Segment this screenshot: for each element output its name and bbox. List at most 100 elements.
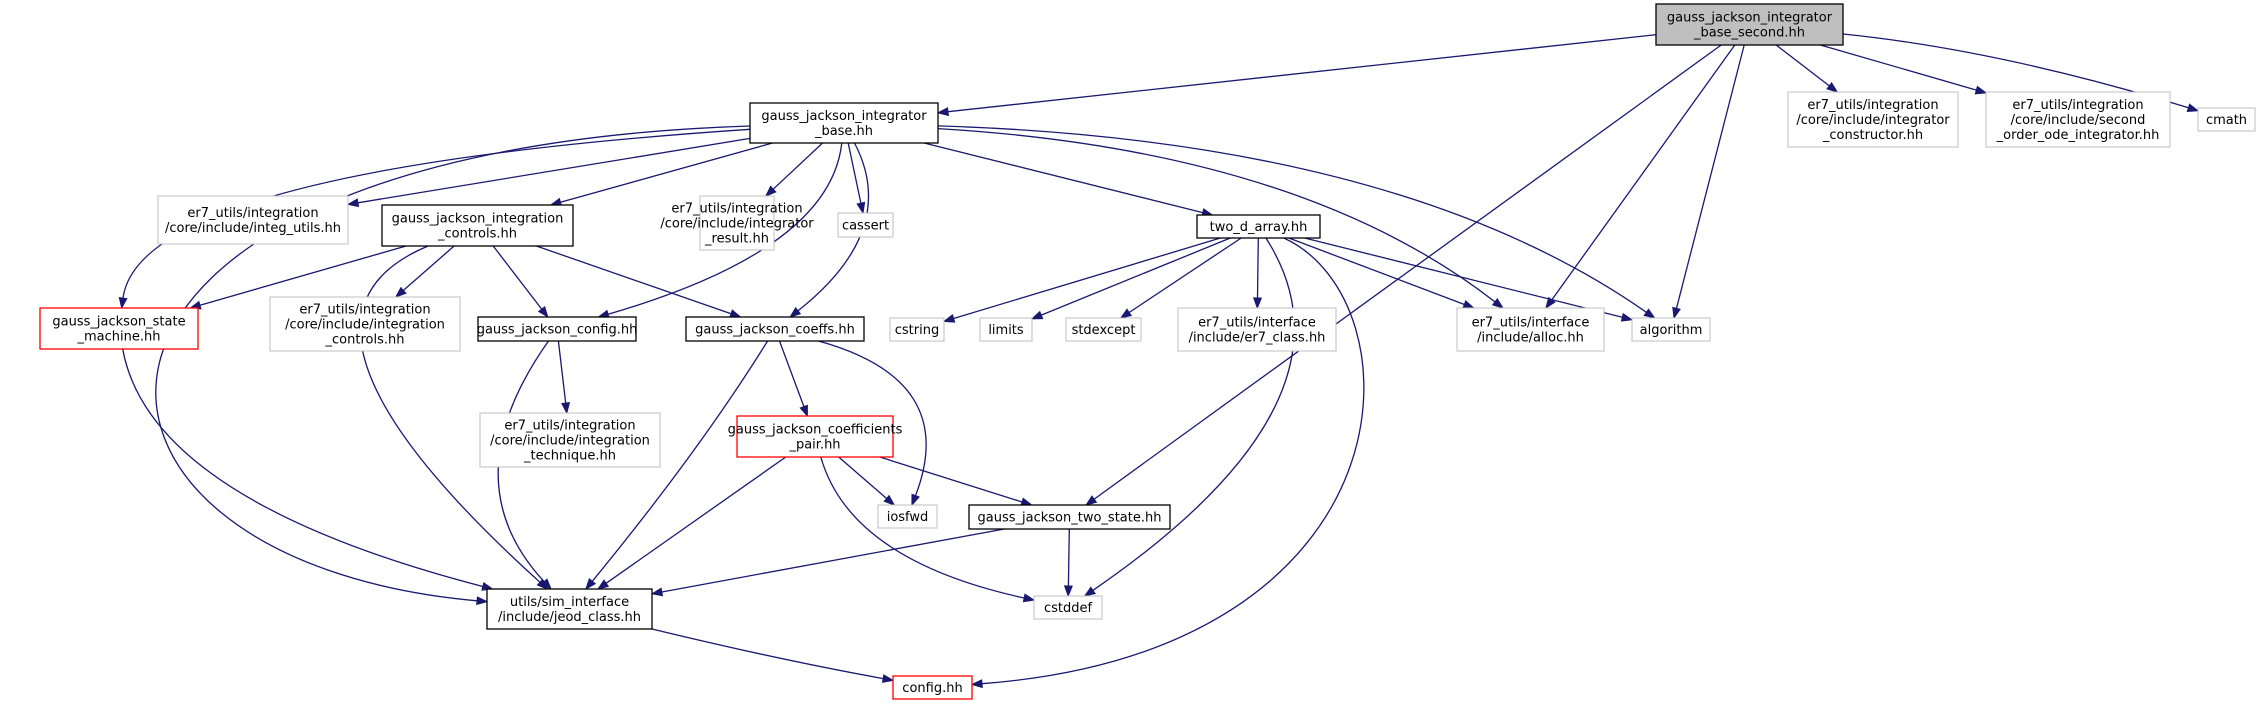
edge-gjib-to-algorithm <box>937 125 1656 319</box>
node-box <box>892 675 973 700</box>
node-box <box>1631 317 1711 342</box>
edge-line <box>359 245 541 583</box>
node-config[interactable]: gauss_jackson_config.hh <box>477 316 638 342</box>
node-box <box>1787 91 1959 148</box>
edge-gjib-to-sm <box>118 128 751 310</box>
node-box <box>1456 307 1605 352</box>
node-confighh[interactable]: config.hh <box>892 675 973 700</box>
edge-line <box>947 34 1657 113</box>
arrowhead <box>1063 585 1073 598</box>
edge-pair-to-twostate <box>879 456 1033 507</box>
edge-coeffs-to-pair <box>778 340 808 418</box>
node-label: er7_utils/integration <box>187 206 318 221</box>
node-root[interactable]: gauss_jackson_integrator_base_second.hh <box>1655 3 1844 46</box>
arrowhead <box>1826 82 1839 93</box>
node-label: er7_utils/integration <box>504 419 635 434</box>
edge-config-to-technique <box>557 340 571 415</box>
node-pair[interactable]: gauss_jackson_coefficients_pair.hh <box>728 415 903 458</box>
arrowhead <box>537 305 549 319</box>
node-label: _machine.hh <box>77 330 161 345</box>
node-label: gauss_jackson_config.hh <box>477 323 638 338</box>
edge-root-to-ctor <box>1775 44 1839 93</box>
arrowhead <box>856 201 866 215</box>
edge-twod-to-confighh <box>970 237 1365 689</box>
edge-jeod-to-confighh <box>651 628 895 683</box>
node-box <box>1065 317 1142 342</box>
node-label: _technique.hh <box>523 449 616 464</box>
edge-gjib-to-config <box>597 142 843 319</box>
graph-edges <box>118 33 2200 689</box>
edge-line <box>1775 44 1830 87</box>
edge-line <box>1304 237 1623 318</box>
edge-root-to-algorithm <box>1672 44 1745 320</box>
edge-line <box>661 528 1005 593</box>
arrowhead <box>881 674 895 683</box>
node-label: /include/er7_class.hh <box>1189 331 1326 346</box>
node-label: gauss_jackson_coefficients <box>728 423 903 438</box>
node-ctor: er7_utils/integration/core/include/integ… <box>1787 91 1959 148</box>
arrowhead <box>585 578 597 591</box>
node-label: utils/sim_interface <box>510 595 629 610</box>
node-label: gauss_jackson_integration <box>392 212 564 227</box>
node-box <box>1177 307 1337 352</box>
node-intresult: er7_utils/integration/core/include/integ… <box>660 195 814 251</box>
edge-pair-to-cstddef <box>820 456 1036 603</box>
edge-line <box>1256 237 1259 299</box>
node-box <box>968 504 1171 530</box>
edge-line <box>1820 44 1977 91</box>
node-sm[interactable]: gauss_jackson_state_machine.hh <box>39 307 199 350</box>
arrowhead <box>1252 297 1263 310</box>
arrowhead <box>394 286 407 298</box>
node-box <box>486 588 653 630</box>
node-label: _pair.hh <box>788 438 840 453</box>
arrowhead <box>540 578 552 591</box>
node-label: _controls.hh <box>437 227 517 242</box>
node-second: er7_utils/integration/core/include/secon… <box>1985 91 2171 148</box>
edge-gjib-to-jeod <box>155 125 751 606</box>
arrowhead <box>1022 593 1036 603</box>
edge-config-to-jeod <box>497 340 552 591</box>
edge-line <box>560 142 773 203</box>
edge-line <box>981 237 1365 685</box>
edge-controls-to-config <box>492 245 549 319</box>
arrowhead <box>936 107 949 117</box>
node-label: gauss_jackson_two_state.hh <box>978 511 1162 526</box>
node-jeod[interactable]: utils/sim_interface/include/jeod_class.h… <box>486 588 653 630</box>
edge-line <box>122 128 751 299</box>
node-label: er7_utils/integration <box>1807 98 1938 113</box>
edge-line <box>879 456 1023 503</box>
node-twod[interactable]: two_d_array.hh <box>1196 214 1321 239</box>
node-box <box>269 296 461 352</box>
node-box <box>685 316 865 342</box>
node-coeffs[interactable]: gauss_jackson_coeffs.hh <box>685 316 865 342</box>
arrowhead <box>911 493 920 507</box>
edge-line <box>1067 528 1070 587</box>
edge-pair-to-jeod <box>596 456 787 590</box>
node-label: iosfwd <box>887 510 929 525</box>
edge-twod-to-algorithm <box>1304 237 1634 322</box>
node-label: cstring <box>895 323 939 338</box>
edge-gjib-to-alloc <box>937 127 1505 309</box>
node-box <box>736 415 894 458</box>
edge-gjib-to-integutils <box>346 137 751 208</box>
edge-twod-to-stdexcept <box>1119 237 1242 319</box>
node-gjib[interactable]: gauss_jackson_integrator_base.hh <box>749 102 939 144</box>
node-box <box>1655 3 1844 46</box>
node-intcontrols: er7_utils/integration/core/include/integ… <box>269 296 461 352</box>
node-label: _controls.hh <box>325 333 405 348</box>
edge-line <box>778 340 805 407</box>
edge-twod-to-cstring <box>942 237 1221 323</box>
edge-line <box>1041 237 1231 316</box>
node-label: er7_utils/interface <box>1198 316 1316 331</box>
arrowhead <box>476 596 489 606</box>
node-twostate[interactable]: gauss_jackson_two_state.hh <box>968 504 1171 530</box>
node-label: config.hh <box>902 681 962 696</box>
node-label: /include/jeod_class.hh <box>498 610 641 625</box>
arrowhead <box>1974 85 1988 95</box>
node-controls[interactable]: gauss_jackson_integration_controls.hh <box>381 204 574 247</box>
node-label: /include/alloc.hh <box>1477 331 1584 346</box>
node-label: /core/include/second <box>2011 113 2146 128</box>
edge-twod-to-limits <box>1030 237 1231 320</box>
node-label: cassert <box>842 219 889 234</box>
node-label: cmath <box>2206 113 2247 128</box>
